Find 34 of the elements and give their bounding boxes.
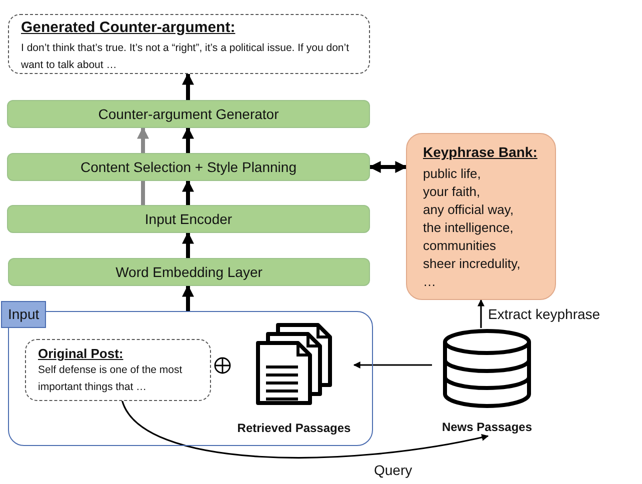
layer-box: Input Encoder bbox=[7, 205, 370, 233]
arrow bbox=[182, 72, 194, 100]
layer-box: Word Embedding Layer bbox=[8, 258, 370, 286]
arrow bbox=[368, 161, 408, 173]
keyphrase-box bbox=[406, 133, 556, 300]
box-heading: Keyphrase Bank: bbox=[423, 143, 538, 162]
keyphrase-item: … bbox=[423, 273, 437, 291]
keyphrase-item: public life, bbox=[423, 165, 482, 183]
arrow bbox=[182, 232, 194, 258]
edge-label: Extract keyphrase bbox=[486, 306, 602, 324]
layer-box: Counter-argument Generator bbox=[7, 100, 370, 128]
icon-caption: News Passages bbox=[442, 419, 532, 436]
arrow bbox=[121, 400, 489, 459]
callout-heading: Generated Counter-argument: bbox=[21, 19, 236, 38]
icon-caption: Retrieved Passages bbox=[237, 420, 351, 437]
arrow bbox=[353, 362, 432, 368]
arrow bbox=[137, 126, 149, 153]
callout-body: Self defense is one of the most important things that … bbox=[38, 363, 184, 396]
keyphrase-item: any official way, bbox=[423, 201, 515, 219]
panel-tab: Input bbox=[1, 301, 46, 328]
keyphrase-item: sheer incredulity, bbox=[423, 255, 522, 273]
arrow bbox=[182, 284, 194, 311]
edge-label: Query bbox=[372, 462, 414, 480]
arrow bbox=[182, 180, 194, 205]
callout-heading: Original Post: bbox=[38, 346, 124, 362]
layer-box: Content Selection + Style Planning bbox=[7, 153, 370, 181]
keyphrase-item: your faith, bbox=[423, 183, 482, 201]
arrow bbox=[478, 299, 484, 328]
arrow bbox=[182, 126, 194, 153]
keyphrase-item: communities bbox=[423, 237, 497, 255]
text-callout bbox=[8, 14, 370, 74]
keyphrase-item: the intelligence, bbox=[423, 219, 514, 237]
text-callout bbox=[25, 339, 211, 401]
callout-body: I don’t think that’s true. It’s not a “right”, it’s a political issue. If you don’t want to talk about … bbox=[21, 40, 350, 73]
